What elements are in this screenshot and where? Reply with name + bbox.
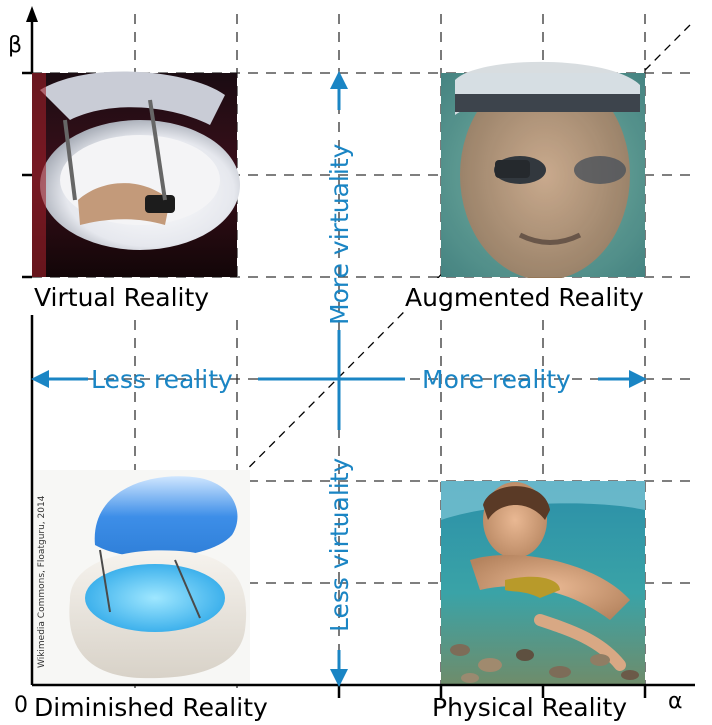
alpha-axis-label: α bbox=[668, 689, 683, 714]
augmented-reality-label: Augmented Reality bbox=[405, 283, 644, 312]
more-virtuality-label: More virtuality bbox=[325, 143, 354, 325]
physical-reality-label: Physical Reality bbox=[432, 693, 627, 722]
less-reality-label: Less reality bbox=[91, 365, 233, 394]
beta-axis-label: β bbox=[8, 33, 22, 58]
virtual-reality-photo bbox=[32, 71, 240, 277]
origin-label: 0 bbox=[14, 693, 28, 718]
reality-arrows bbox=[31, 71, 647, 687]
more-reality-label: More reality bbox=[422, 365, 571, 394]
less-virtuality-label: Less virtuality bbox=[325, 457, 354, 632]
photo-credit: Wikimedia Commons, Floatguru, 2014 bbox=[37, 495, 47, 668]
virtual-reality-label: Virtual Reality bbox=[34, 283, 209, 312]
diminished-reality-label: Diminished Reality bbox=[34, 693, 268, 722]
augmented-reality-photo bbox=[441, 61, 645, 280]
diminished-reality-photo: Wikimedia Commons, Floatguru, 2014 bbox=[32, 470, 250, 685]
physical-reality-photo bbox=[441, 481, 645, 685]
